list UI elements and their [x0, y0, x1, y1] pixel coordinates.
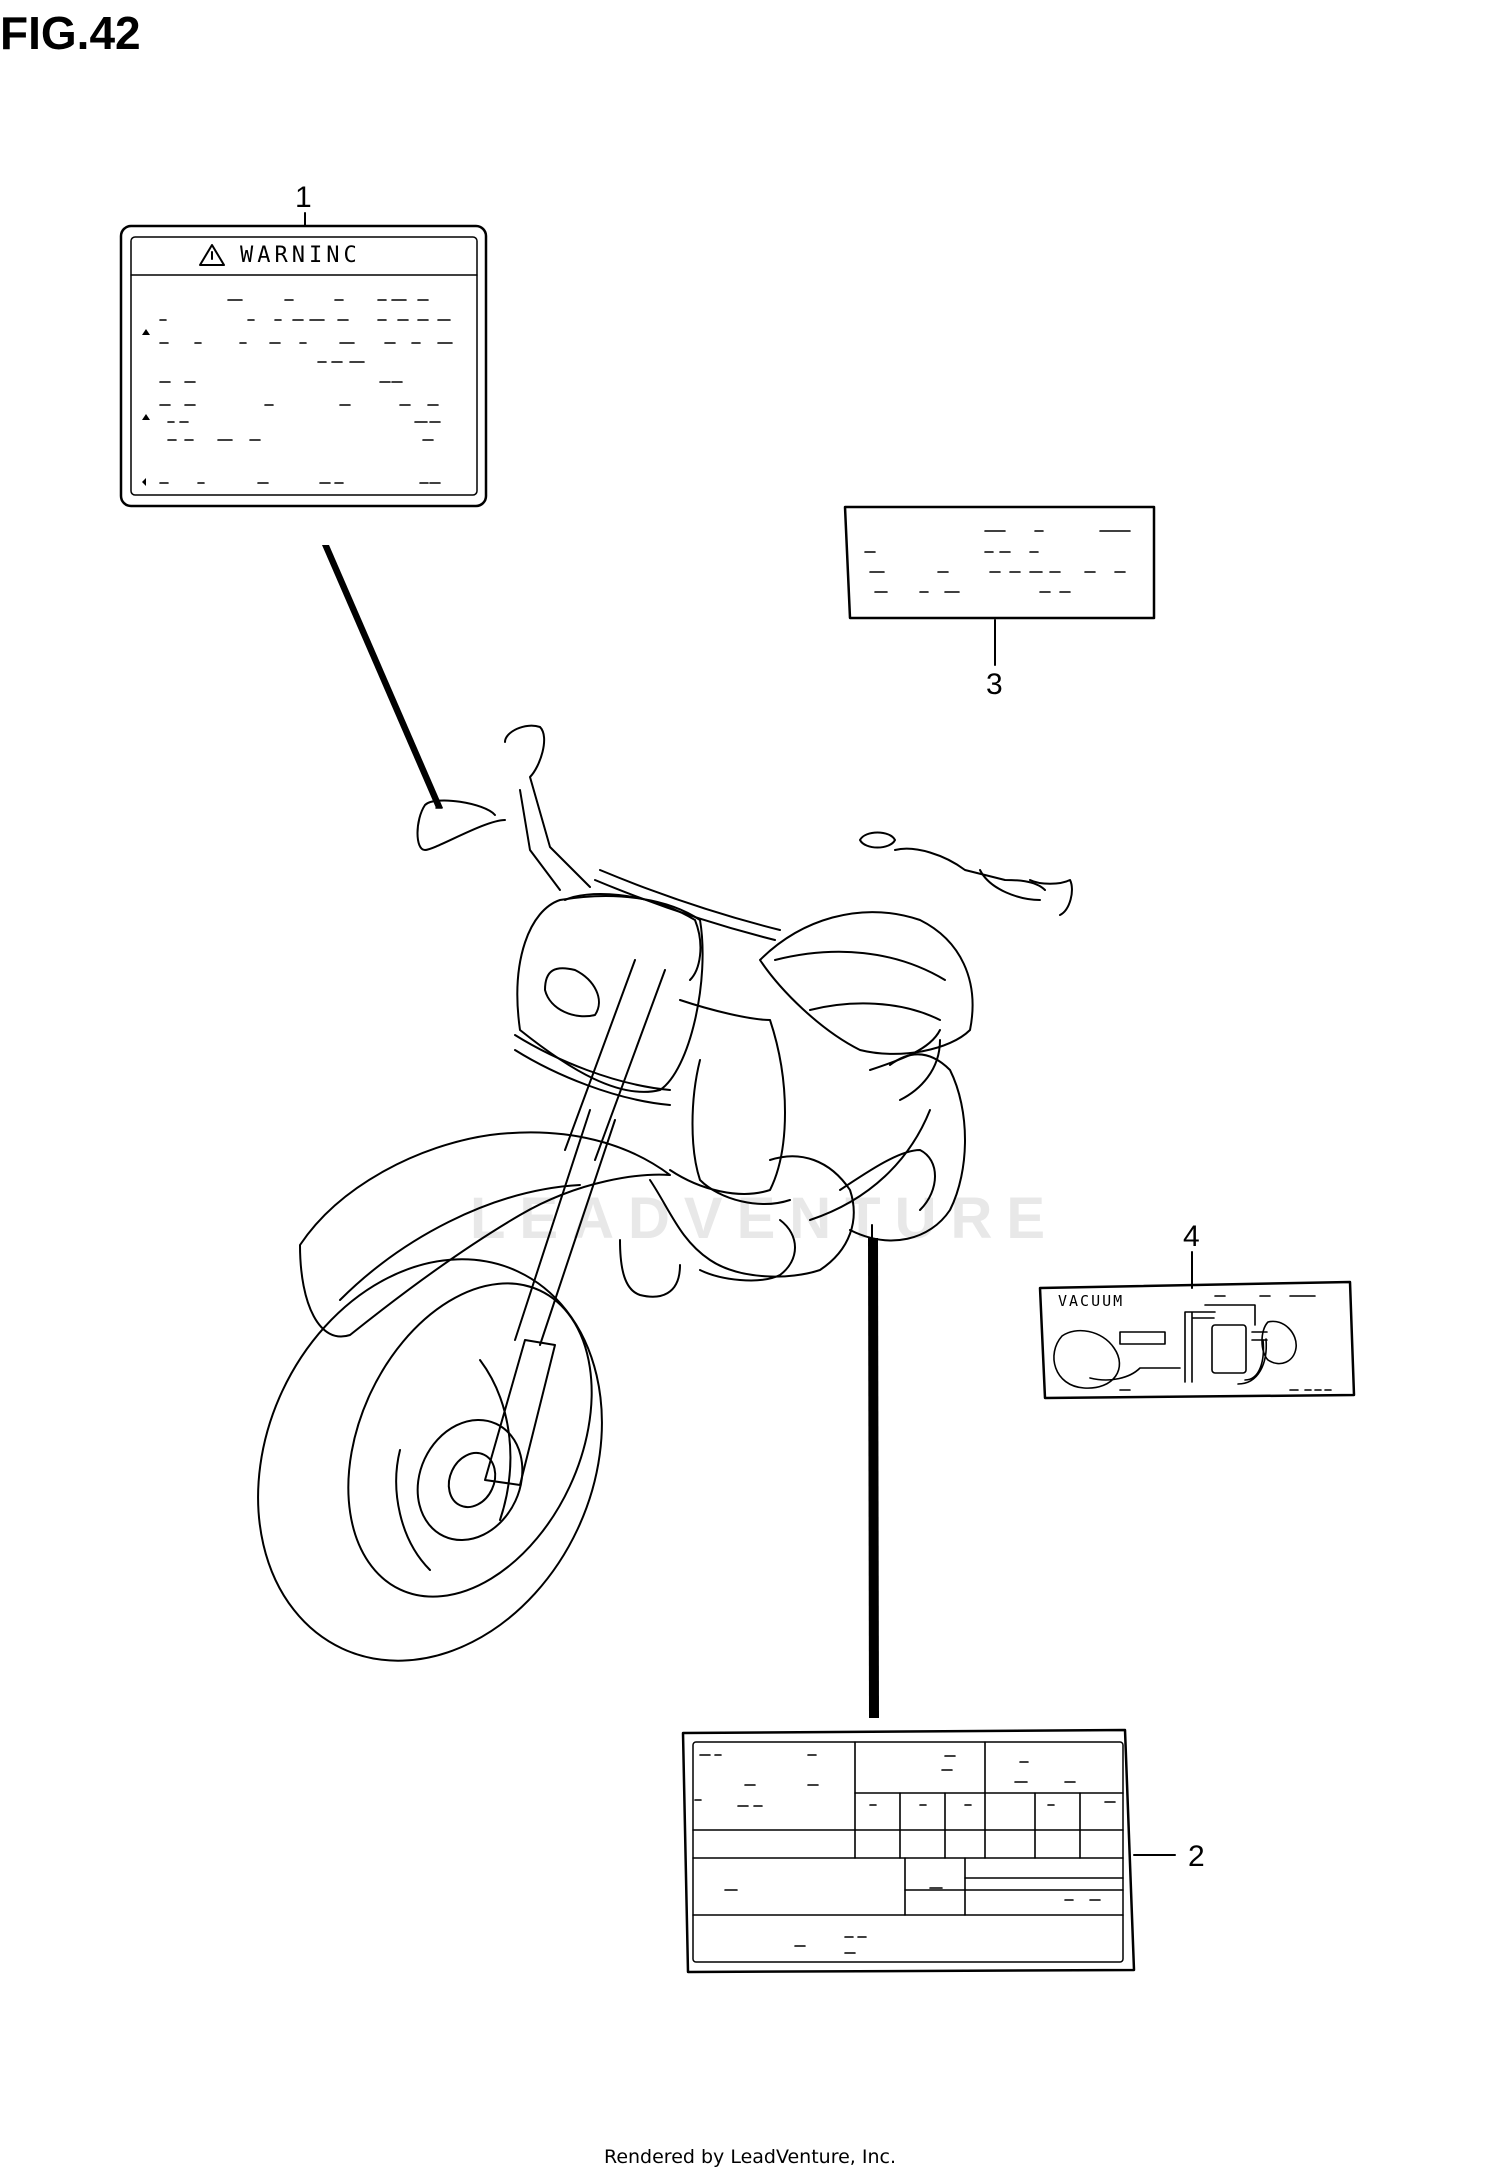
vacuum-hose-label[interactable]: VACUUM [1038, 1280, 1356, 1400]
warning-triangle-icon [199, 244, 225, 266]
watermark: LEADVENTURE [470, 1186, 1060, 1251]
info-label[interactable] [843, 505, 1156, 620]
warning-label[interactable]: WARNINC [119, 224, 488, 508]
figure-title: FIG.42 [0, 7, 141, 59]
leader-line-2 [868, 1238, 879, 1718]
motorcycle-illustration [257, 724, 1073, 1662]
leader-line-1 [322, 545, 443, 808]
warning-label-heading: WARNINC [240, 243, 361, 268]
callout-1: 1 [295, 181, 312, 214]
footer-credit: Rendered by LeadVenture, Inc. [603, 2146, 897, 2168]
callout-4: 4 [1183, 1220, 1200, 1253]
vacuum-label-heading: VACUUM [1058, 1292, 1124, 1310]
callout-2: 2 [1188, 1840, 1205, 1873]
specification-label[interactable] [681, 1728, 1136, 1974]
callout-3: 3 [986, 668, 1003, 701]
